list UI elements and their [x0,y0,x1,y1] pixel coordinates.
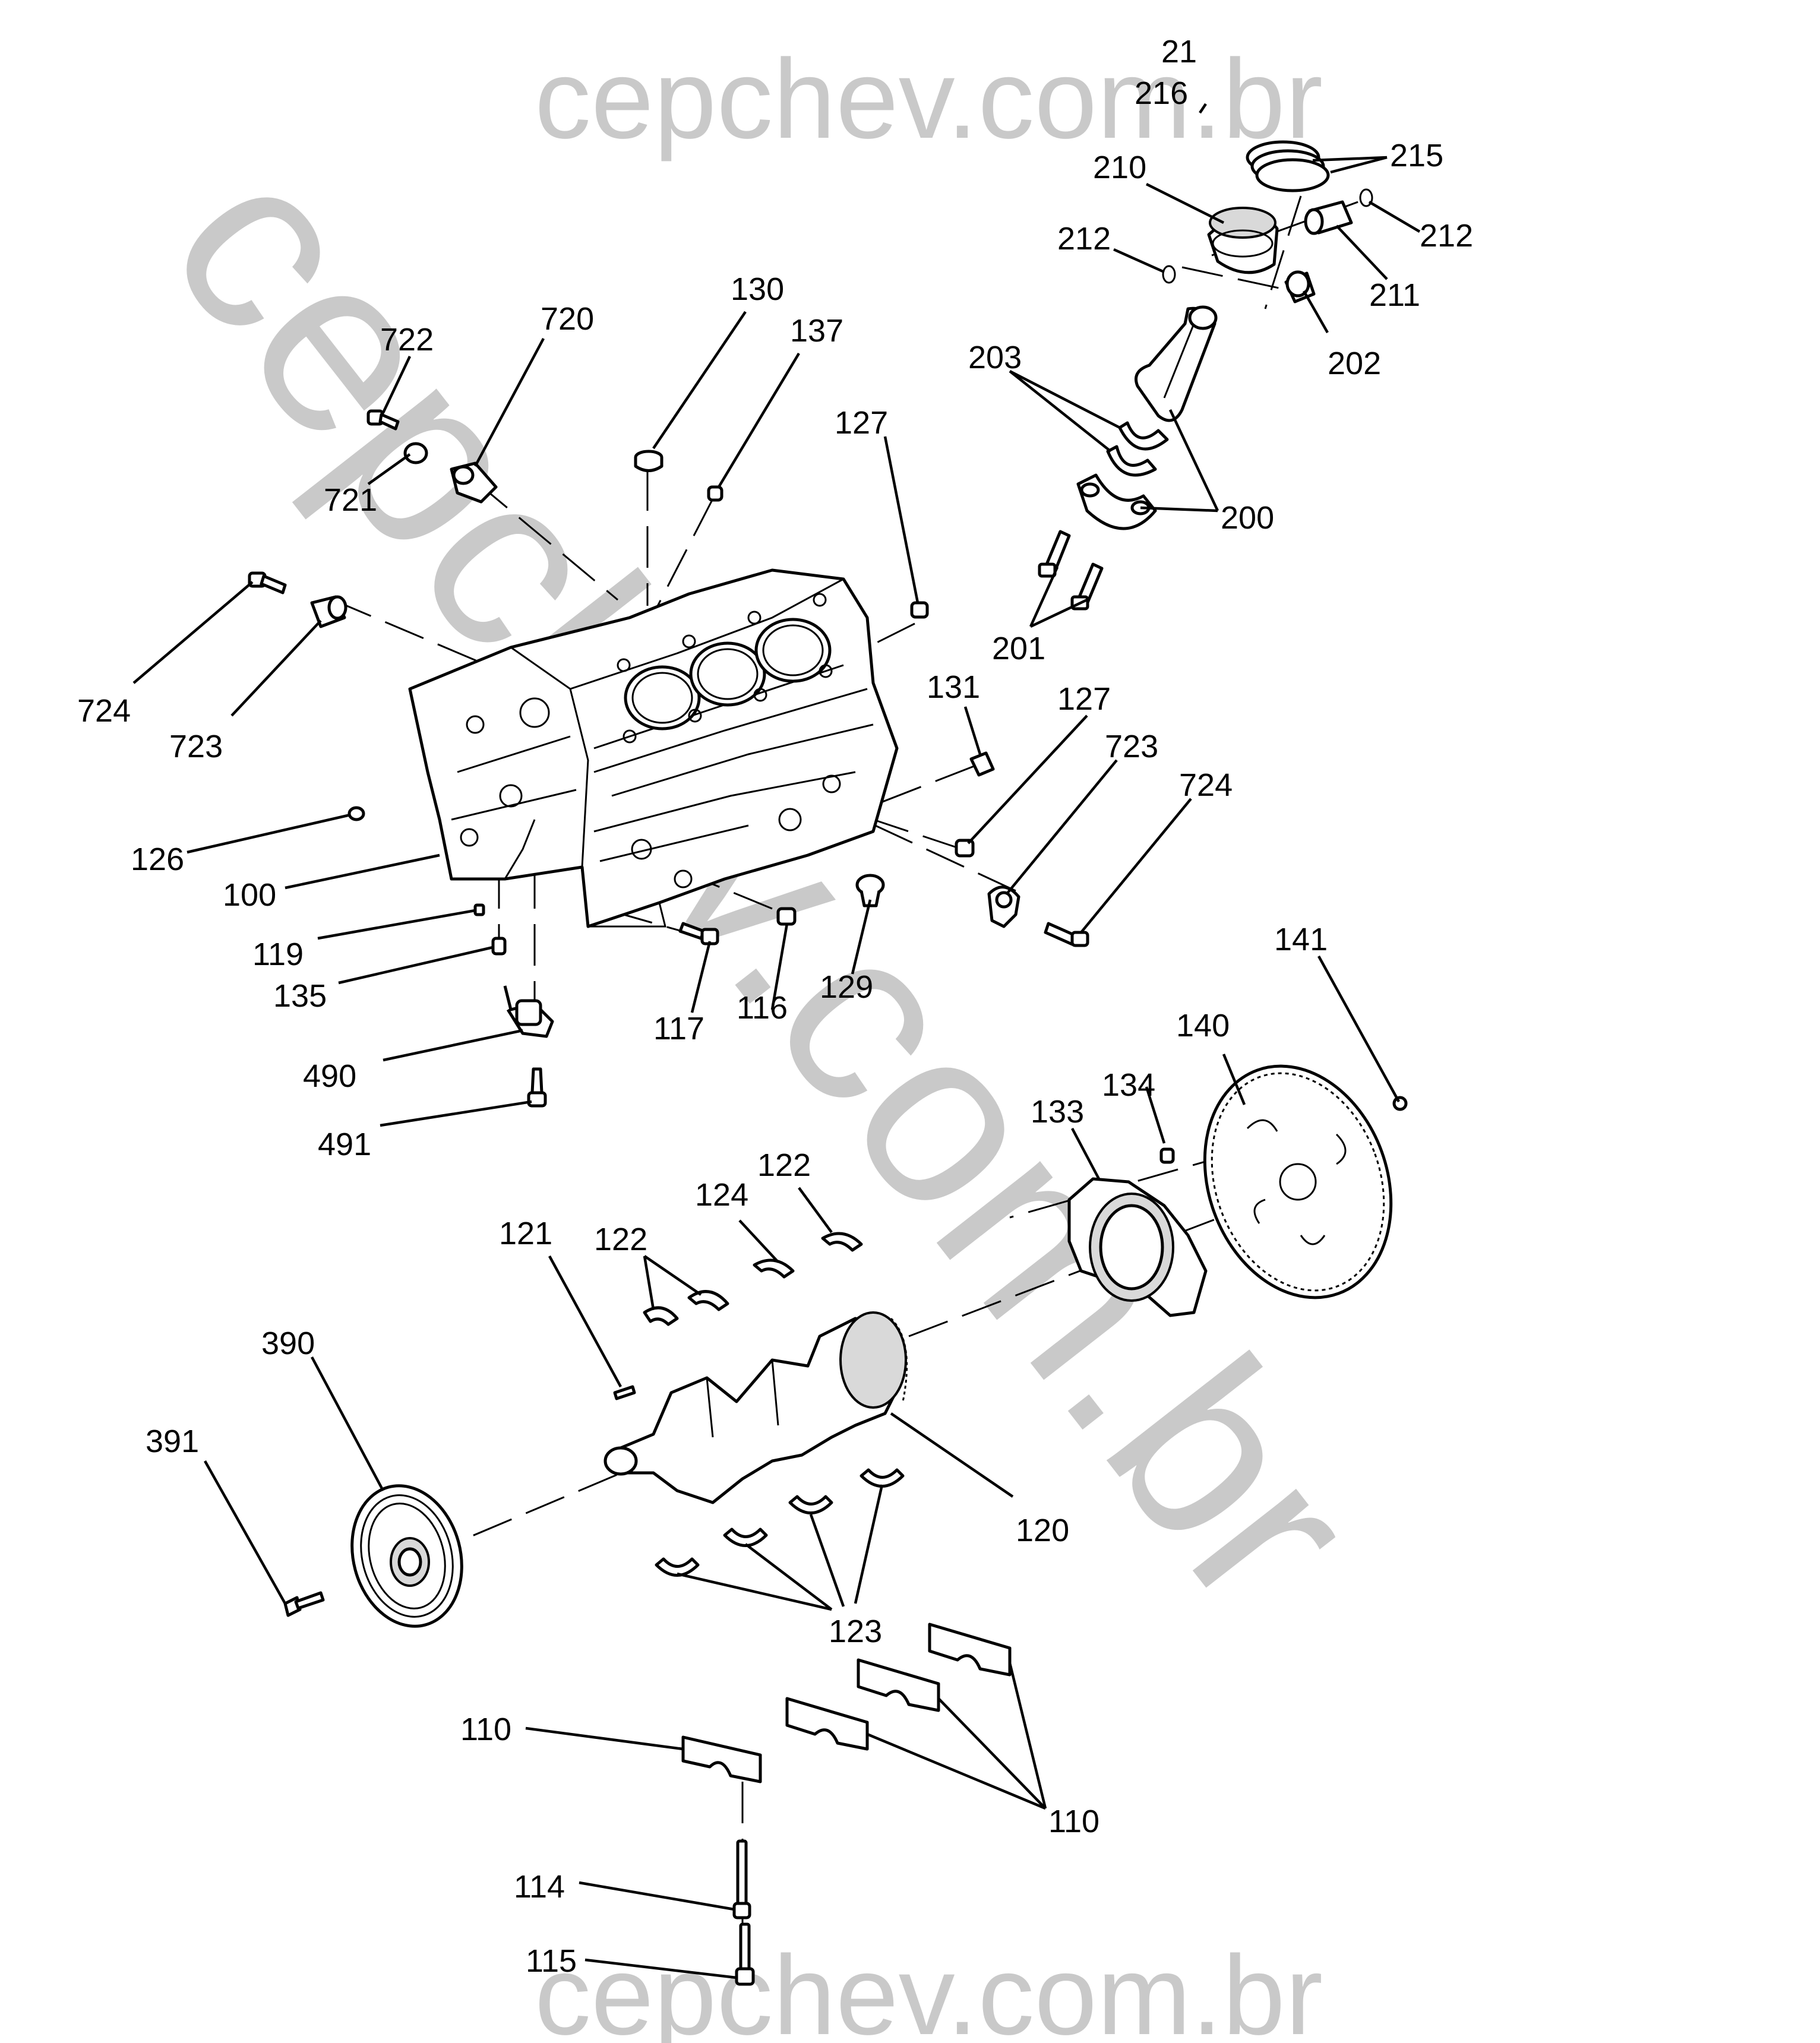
pin-bushing [1284,270,1316,303]
main-bearing-cap-4 [928,1623,1012,1677]
callout-133: 133 [1031,1094,1084,1130]
callout-110-left: 110 [460,1712,511,1747]
block-plug-127-lower [955,839,975,858]
callout-490: 490 [303,1058,356,1094]
block-plug-131 [969,751,995,777]
main-bearing-cap-1 [681,1735,762,1783]
callout-390: 390 [261,1326,315,1361]
main-bearing-cap-2 [785,1697,869,1751]
knock-sensor-723-left [310,595,347,628]
watermark-bottom: cepchev.com.br [535,1933,1323,2043]
callout-131: 131 [927,669,980,705]
callout-121: 121 [499,1216,552,1251]
callout-137: 137 [790,313,843,349]
block-dowel-137 [707,485,723,502]
plug-126 [347,806,365,821]
main-bearings-lower [655,1468,905,1577]
crankshaft-position-sensor-490 [503,985,554,1038]
callout-215: 215 [1390,138,1443,173]
callout-203: 203 [968,340,1022,375]
piston-rings [1246,140,1330,192]
callout-127-upper: 127 [835,405,888,441]
connecting-rod-bearings [1106,421,1169,477]
callout-724-right: 724 [1179,767,1233,803]
knock-sensor-bolt-724-right [1044,922,1089,947]
sensor-bolt-491 [527,1067,547,1108]
sensor-721-grommet [403,442,428,464]
callout-123: 123 [829,1614,882,1649]
balancer-bolt-391 [283,1591,325,1617]
main-bearing-cap-3 [857,1658,940,1712]
crankshaft-key-121 [613,1385,636,1400]
callout-126: 126 [131,842,184,877]
knock-sensor-bolt-724-left [248,571,287,594]
callout-120: 120 [1016,1513,1069,1548]
main-bearings-upper [643,1232,863,1326]
piston-pin [1304,200,1353,235]
callout-720: 720 [541,301,594,337]
callout-723-right: 723 [1105,729,1158,764]
callout-200: 200 [1221,500,1274,536]
connecting-rod-bolts [1038,530,1104,611]
callout-119: 119 [252,937,304,972]
callout-212-right: 212 [1420,218,1473,254]
dowel-135 [491,937,507,956]
callout-129: 129 [820,969,873,1005]
block-plug-127-upper [910,601,929,619]
callout-135: 135 [273,978,327,1014]
callout-724-left: 724 [77,693,131,729]
callout-114: 114 [514,1869,565,1905]
sensor-720 [450,461,498,504]
callout-127-lower: 127 [1057,681,1111,717]
crankshaft-balancer [350,1484,463,1628]
main-cap-bolt-114 [732,1839,751,1919]
callout-202: 202 [1328,346,1381,381]
plug-129 [855,874,885,907]
callout-122-upper: 122 [757,1147,811,1183]
callout-216: 216 [1135,75,1188,111]
crankshaft [603,1311,908,1504]
block-plug-130 [634,450,663,472]
piston [1207,207,1279,274]
engine-block [408,568,899,928]
callout-491: 491 [318,1127,371,1162]
callout-391: 391 [146,1424,199,1459]
callout-210: 210 [1093,150,1146,185]
leader-lines [132,103,1421,1979]
callout-labels: 21 216 215 210 212 212 211 202 203 200 2… [77,34,1473,1979]
callout-722: 722 [380,322,434,358]
sensor-722-bolt [366,409,400,431]
callout-140: 140 [1176,1008,1230,1043]
callout-201: 201 [992,631,1045,666]
callout-141: 141 [1274,922,1328,957]
callout-122-lower: 122 [594,1222,647,1257]
connecting-rod [1135,305,1218,422]
callout-212-left: 212 [1057,221,1111,257]
callout-134: 134 [1102,1067,1155,1103]
callout-117: 117 [653,1011,704,1046]
callout-130: 130 [731,271,784,307]
main-cap-bolt-115 [735,1922,755,1986]
piston-pin-retainers [1162,188,1373,284]
callout-110-right: 110 [1048,1804,1099,1839]
callout-723-left: 723 [169,729,223,764]
plug-116 [776,907,797,926]
rear-seal-housing [1067,1147,1208,1317]
callout-115: 115 [526,1943,577,1979]
callout-211: 211 [1369,277,1420,313]
callout-100: 100 [223,877,276,913]
bolt-117 [678,922,719,945]
callout-116: 116 [737,990,788,1026]
callout-21: 21 [1161,34,1197,69]
knock-sensor-723-right [987,885,1020,928]
connecting-rod-cap [1076,473,1157,530]
callout-721: 721 [324,482,377,518]
watermark-top: cepchev.com.br [535,36,1323,162]
plug-119 [473,903,485,916]
callout-124: 124 [695,1177,748,1213]
